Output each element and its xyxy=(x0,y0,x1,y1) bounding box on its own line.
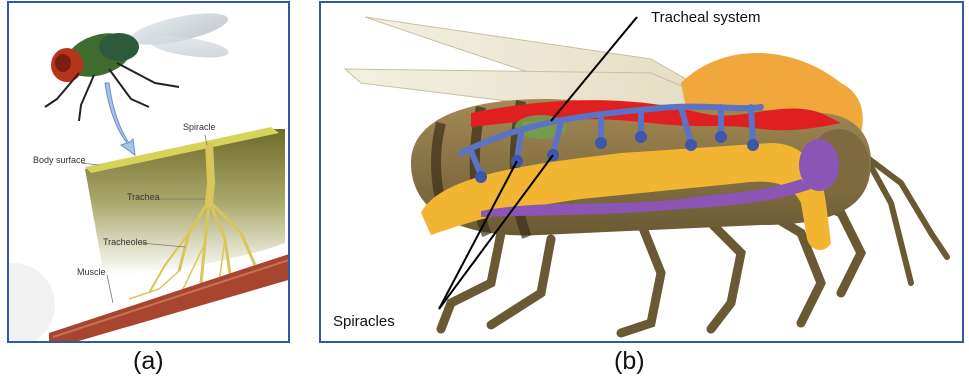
antennae xyxy=(861,153,947,283)
spiracles-label: Spiracles xyxy=(333,313,395,330)
corner-shape xyxy=(9,263,55,343)
bee-illustration xyxy=(321,3,964,343)
tracheoles-label: Tracheoles xyxy=(103,237,147,247)
caption-b: (b) xyxy=(614,347,645,376)
fly-trachea-illustration xyxy=(9,3,290,343)
panel-a-fly-trachea: Spiracle Body surface Trachea Tracheoles… xyxy=(7,1,290,343)
muscle-label: Muscle xyxy=(77,267,106,277)
body-surface-label: Body surface xyxy=(33,155,86,165)
brain xyxy=(799,139,839,191)
tracheal-system-label: Tracheal system xyxy=(651,9,760,26)
caption-a: (a) xyxy=(133,347,164,376)
panel-b-bee-tracheal-system: Tracheal system Spiracles xyxy=(319,1,964,343)
spiracle-label: Spiracle xyxy=(183,122,216,132)
fly xyxy=(45,7,230,121)
trachea-label: Trachea xyxy=(127,192,160,202)
zoom-arrow xyxy=(105,83,135,155)
